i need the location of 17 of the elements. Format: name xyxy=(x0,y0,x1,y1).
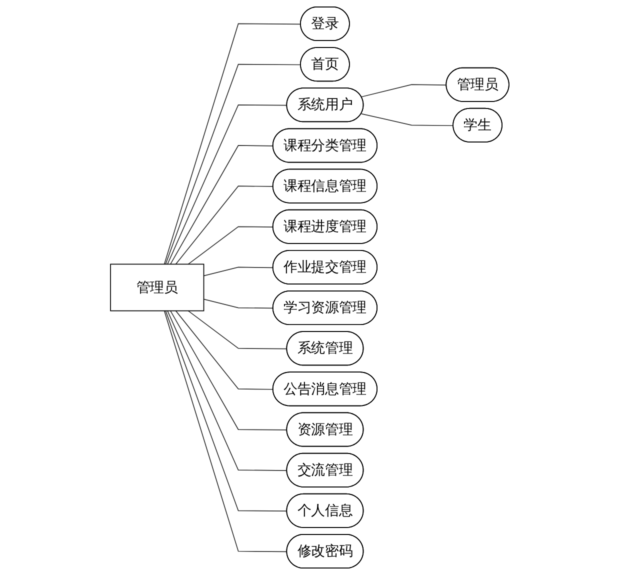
connector xyxy=(166,310,288,471)
connector xyxy=(360,84,447,98)
connector xyxy=(188,226,274,265)
node-box: 管理员 xyxy=(110,264,204,312)
connector xyxy=(164,310,288,552)
connector xyxy=(166,104,288,265)
connector xyxy=(360,113,454,126)
connector xyxy=(170,310,288,430)
connector xyxy=(175,186,274,265)
connector xyxy=(203,266,274,276)
connector xyxy=(164,23,302,265)
connector xyxy=(170,145,274,265)
connector xyxy=(164,64,302,265)
connector xyxy=(188,310,288,350)
connector xyxy=(203,298,274,309)
connector xyxy=(175,310,274,390)
connector xyxy=(164,310,288,512)
